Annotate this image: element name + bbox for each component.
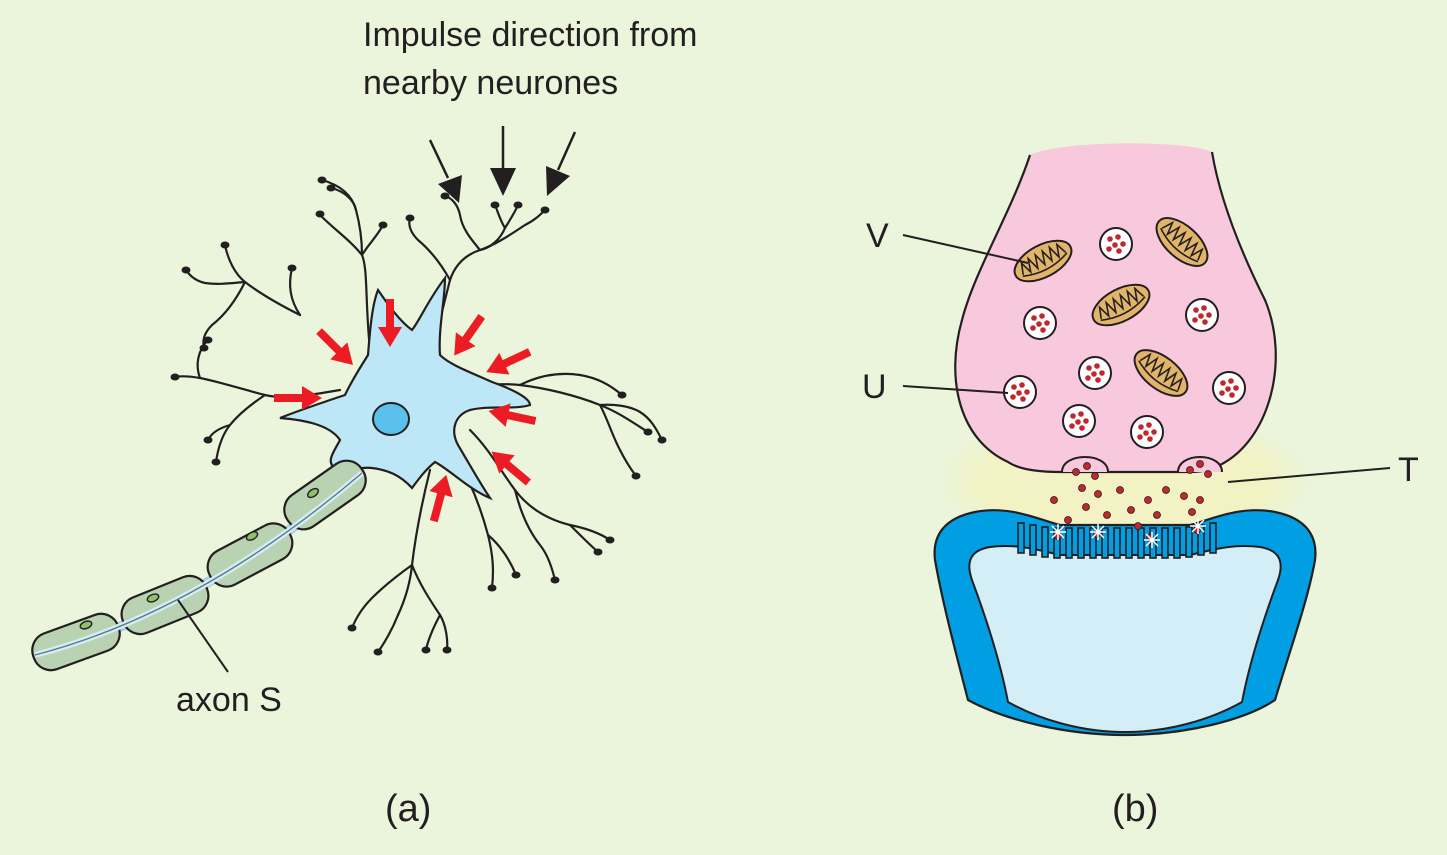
label-t: T	[1398, 451, 1419, 489]
arrow-down-icon	[438, 175, 462, 203]
vesicle	[1212, 371, 1246, 405]
vesicle	[1023, 306, 1057, 340]
impulse-label-line1: Impulse direction from	[363, 16, 697, 54]
cell-body	[279, 274, 532, 501]
binding-sparkles	[1050, 518, 1206, 548]
exocytosis-vesicles	[1061, 456, 1223, 480]
vesicle	[1185, 298, 1219, 332]
label-v: V	[866, 217, 889, 255]
label-leaders	[902, 234, 1391, 483]
incoming-impulse-arrows	[428, 126, 577, 203]
panel-a-neurone: Impulse direction from nearby neurones a…	[31, 16, 697, 830]
label-u: U	[862, 368, 887, 406]
dendrite-tips	[170, 176, 667, 656]
presynaptic-membrane	[954, 151, 1277, 474]
vesicle	[1078, 356, 1112, 390]
red-arrow-icon	[481, 340, 535, 384]
caption-b: (b)	[1112, 788, 1158, 830]
impulse-label-line2: nearby neurones	[363, 64, 618, 102]
nucleus	[372, 402, 410, 436]
red-arrow-icon	[444, 309, 492, 363]
myelin-segment	[283, 459, 367, 531]
vesicle	[1130, 415, 1164, 449]
axon-label: axon S	[176, 681, 282, 719]
vesicle	[1062, 404, 1096, 438]
red-arrow-icon	[310, 322, 362, 374]
axon-s-pointer	[177, 599, 229, 673]
vesicle	[1003, 375, 1037, 409]
caption-a: (a)	[385, 788, 431, 830]
dendrites	[173, 178, 664, 654]
panel-b-synapse: V U T (b)	[862, 143, 1419, 830]
axon-s	[31, 459, 367, 672]
arrow-down-icon	[546, 166, 570, 196]
receptor-channels	[1017, 522, 1217, 559]
arrow-down-icon	[490, 168, 516, 196]
vesicle	[1099, 227, 1133, 261]
postsynaptic-cytoplasm	[968, 545, 1282, 734]
